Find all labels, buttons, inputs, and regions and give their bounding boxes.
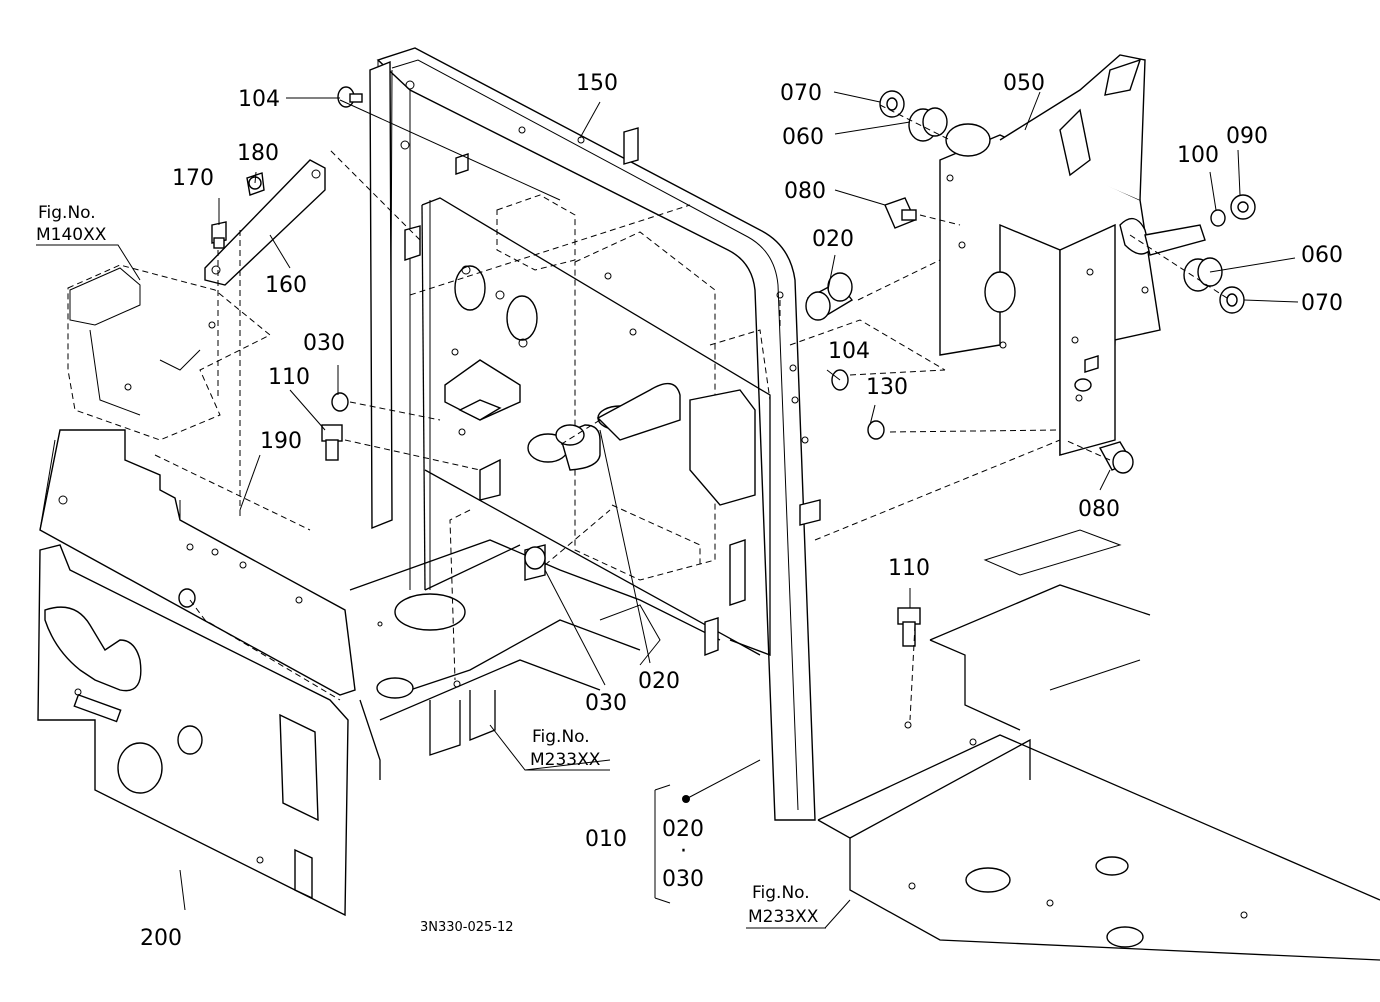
label-030-group: 030	[662, 867, 704, 892]
label-180: 180	[237, 141, 279, 166]
label-130: 130	[866, 375, 908, 400]
bracket-160	[204, 159, 326, 286]
floor-base-plate	[817, 529, 1380, 961]
label-104-right: 104	[828, 339, 870, 364]
label-100: 100	[1177, 143, 1219, 168]
label-group-dot: ·	[680, 839, 687, 864]
label-190: 190	[260, 429, 302, 454]
main-frame	[369, 47, 821, 821]
cover-200	[37, 544, 349, 917]
fig-ref-m233xx-bottom-title: Fig.No.	[752, 883, 810, 903]
label-110-left: 110	[268, 365, 310, 390]
label-020-right: 020	[812, 227, 854, 252]
label-050: 050	[1003, 71, 1045, 96]
label-070-right: 070	[1301, 291, 1343, 316]
label-170: 170	[172, 166, 214, 191]
label-150: 150	[576, 71, 618, 96]
label-080-top: 080	[784, 179, 826, 204]
leader-lines	[154, 91, 1299, 929]
bracket-m140xx	[67, 264, 271, 441]
label-060-top: 060	[782, 125, 824, 150]
label-060-right: 060	[1301, 243, 1343, 268]
floor-base-left	[349, 539, 721, 780]
label-010: 010	[585, 827, 627, 852]
drawing-code: 3N330-025-12	[420, 920, 514, 935]
label-160: 160	[265, 273, 307, 298]
fig-ref-m233xx-bottom-code: M233XX	[748, 907, 819, 927]
label-200: 200	[140, 926, 182, 951]
bracket-050	[939, 54, 1206, 456]
fig-ref-m140xx-title: Fig.No.	[38, 203, 96, 223]
label-020-bottom: 020	[638, 669, 680, 694]
label-090: 090	[1226, 124, 1268, 149]
fig-ref-m233xx-center-title: Fig.No.	[532, 727, 590, 747]
label-020-group: 020	[662, 817, 704, 842]
label-110-right: 110	[888, 556, 930, 581]
label-030-top: 030	[303, 331, 345, 356]
label-030-bottom: 030	[585, 691, 627, 716]
fig-ref-m233xx-center-code: M233XX	[530, 750, 601, 770]
label-104-top: 104	[238, 87, 280, 112]
part-labels: 104 150 070 050 060 090 100 080 020 060 …	[140, 71, 1343, 951]
figure-references: Fig.No. M140XX Fig.No. M233XX Fig.No. M2…	[36, 203, 826, 929]
label-070-top: 070	[780, 81, 822, 106]
hardware-parts	[321, 86, 1256, 803]
label-080-bottom: 080	[1078, 497, 1120, 522]
panel-190	[39, 429, 356, 696]
fig-ref-m140xx-code: M140XX	[36, 225, 107, 245]
